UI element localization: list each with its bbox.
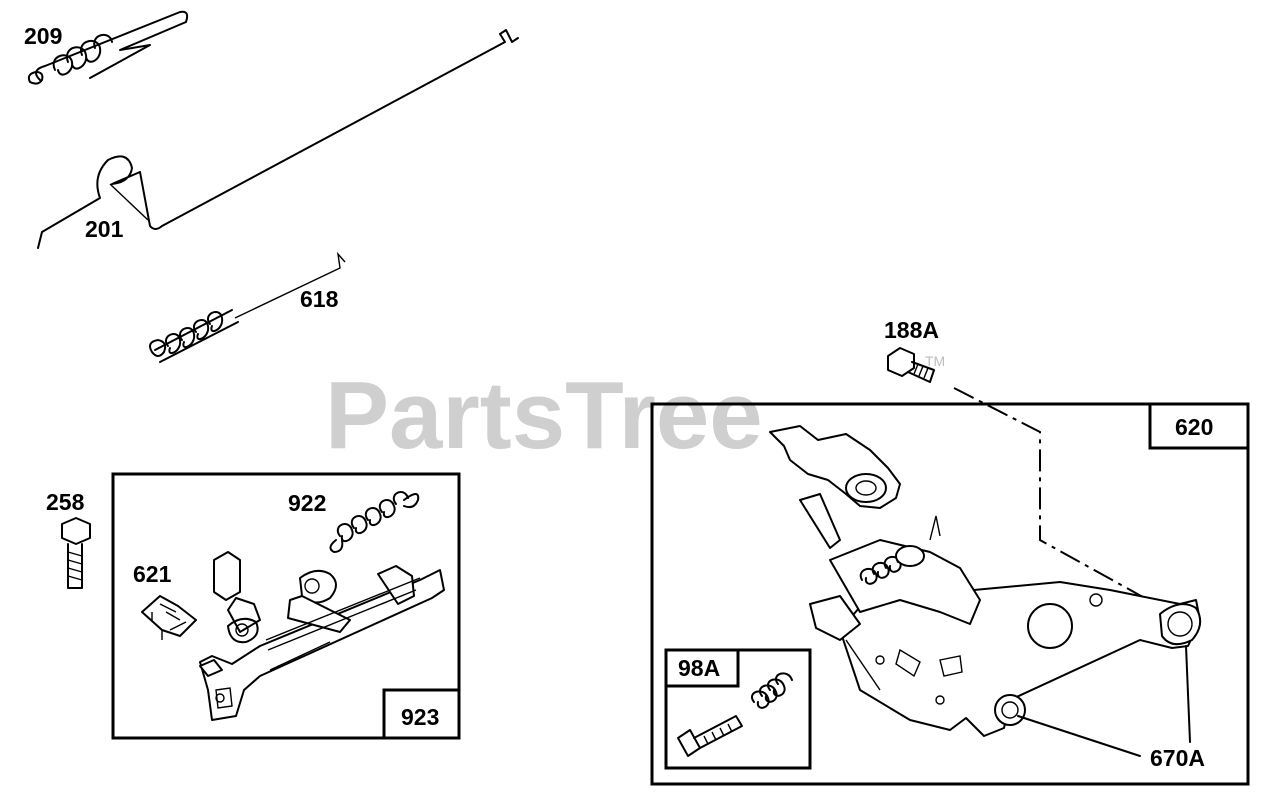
kit-box-620-tag [1148, 402, 1250, 450]
label-620: 620 [1175, 414, 1213, 440]
label-670a: 670A [1150, 745, 1205, 771]
watermark-brand: PartsTree [325, 362, 763, 469]
label-923: 923 [401, 704, 439, 730]
label-98a: 98A [678, 655, 720, 681]
part-188a-bolt[interactable] [887, 347, 935, 383]
part-618-governor-spring[interactable] [149, 251, 346, 363]
label-258: 258 [46, 489, 85, 515]
label-618: 618 [300, 286, 339, 312]
kit-box-620 [650, 402, 1250, 786]
part-201-governor-link[interactable] [37, 29, 519, 249]
label-621: 621 [133, 561, 172, 587]
kit-box-923 [111, 472, 461, 740]
watermark-trademark: TM [925, 353, 945, 369]
leader-188a [953, 387, 1171, 613]
label-922: 922 [288, 490, 326, 516]
part-98a-screw-spring[interactable] [677, 672, 793, 757]
label-188a: 188A [884, 317, 939, 343]
part-258-bolt[interactable] [61, 517, 91, 589]
part-209-spring-clip[interactable] [27, 10, 189, 85]
part-923-control-assembly[interactable] [199, 551, 445, 721]
label-209: 209 [24, 23, 62, 49]
leader-670a-lower [1017, 715, 1141, 757]
part-922-spring[interactable] [329, 491, 420, 553]
label-201: 201 [85, 216, 124, 242]
kit-box-98a-tag [664, 648, 740, 688]
part-621-clip[interactable] [141, 595, 197, 640]
kit-box-923-tag [382, 688, 461, 740]
part-620-governor-control-plate[interactable] [769, 425, 1202, 737]
leader-670a-upper [1185, 645, 1191, 743]
